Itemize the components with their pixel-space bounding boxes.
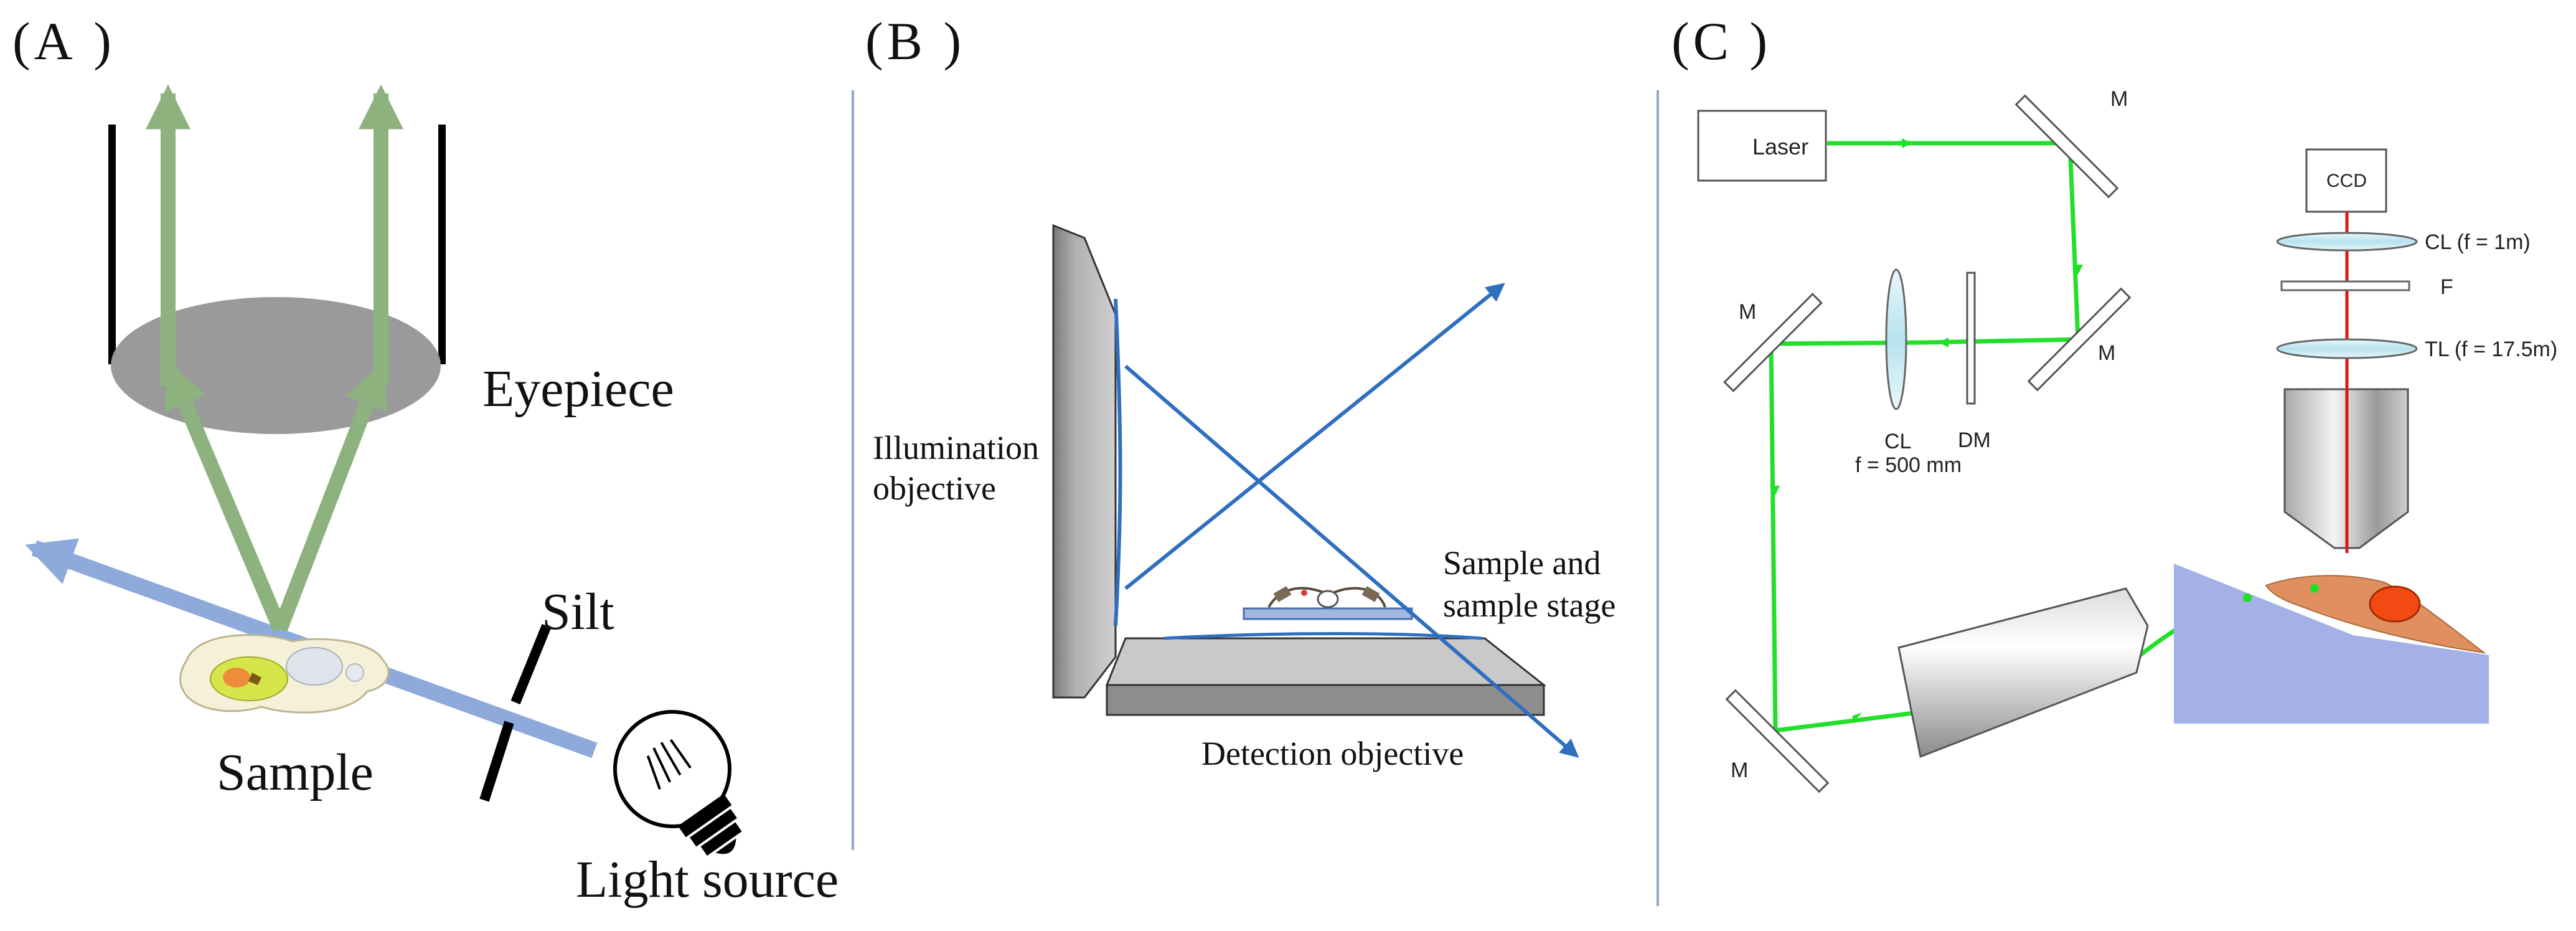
illumination-objective-lens-surface xyxy=(1114,298,1122,626)
panel-a: (A ) xyxy=(12,11,839,909)
detection-objective-lens-surface xyxy=(1163,632,1482,640)
mirror-bottom-left-label: M xyxy=(1731,759,1748,782)
slit-upper-bar xyxy=(510,623,552,705)
panel-c: (C ) Laser M M M M CL xyxy=(1671,11,2557,793)
illumination-objective xyxy=(1052,224,1117,699)
ccd-label: CCD xyxy=(2326,171,2367,191)
detection-objective-label: Detection objective xyxy=(1201,735,1464,772)
sample-label: Sample xyxy=(217,744,374,801)
emission-ray-left-lower xyxy=(164,362,288,632)
tilted-illumination-objective xyxy=(1897,587,2149,759)
laser-box xyxy=(1697,110,1827,182)
light-source-label: Light source xyxy=(576,851,839,909)
sample-stage-plate xyxy=(1243,607,1413,620)
cylindrical-lens-vertical xyxy=(1885,268,1907,410)
emission-ray-right-lower xyxy=(273,362,388,632)
sample-target-cell xyxy=(2369,585,2421,623)
filter-label: F xyxy=(2440,275,2453,299)
mirror-mid-right-label: M xyxy=(2098,341,2115,365)
mirror-bottom-left xyxy=(1725,689,1830,793)
beam-direction-arrow-2 xyxy=(2073,265,2083,275)
dm-label: DM xyxy=(1958,428,1991,452)
slit-lower-bar xyxy=(479,721,514,802)
mirror-mid-left xyxy=(1723,293,1823,392)
beam-line-down-right xyxy=(1124,364,1579,758)
mirror-mid-right xyxy=(2027,287,2132,392)
beam-direction-arrow-4 xyxy=(1770,486,1780,496)
eyepiece-label: Eyepiece xyxy=(482,360,674,418)
panel-a-label: (A ) xyxy=(12,11,115,71)
detection-objective-top xyxy=(1105,637,1547,686)
beam-direction-arrow-1 xyxy=(1902,138,1912,148)
beam-direction-arrow-5 xyxy=(1852,712,1862,721)
ccd-camera xyxy=(2305,148,2387,213)
laser-label: Laser xyxy=(1752,134,1808,159)
detection-objective-base xyxy=(1106,684,1545,716)
cl-lens-top-label: CL (f = 1m) xyxy=(2425,230,2531,254)
focal-length-bottom-label: f = 500 mm xyxy=(1855,453,1962,477)
tl-lens-label: TL (f = 17.5m) xyxy=(2425,338,2557,361)
filter xyxy=(2280,280,2410,291)
beam-line-up-right xyxy=(1124,283,1505,590)
cl-bottom-label: CL xyxy=(1884,430,1911,453)
mirror-top-right-label: M xyxy=(2110,87,2128,111)
sample-stage-label-line2: sample stage xyxy=(1443,587,1615,624)
panel-b: (B ) Illumination objective Sample and s… xyxy=(865,11,1615,772)
beam-dot-2 xyxy=(2243,593,2252,602)
light-bulb-icon xyxy=(613,710,742,856)
panel-b-label: (B ) xyxy=(865,11,965,71)
sample-cell-icon xyxy=(179,634,390,714)
illumination-objective-label-line2: objective xyxy=(873,470,996,507)
silt-label: Silt xyxy=(542,583,614,641)
mirror-mid-left-label: M xyxy=(1739,300,1756,324)
tl-lens xyxy=(2276,338,2418,359)
illumination-objective-label-line1: Illumination xyxy=(873,429,1039,466)
eyepiece-lens xyxy=(111,297,441,434)
beam-direction-arrow-3 xyxy=(1939,338,1948,347)
cl-lens-top xyxy=(2276,232,2418,252)
sample-specimen-icon xyxy=(1267,586,1386,608)
mirror-top-right xyxy=(2014,94,2119,199)
sample-stage-label-line1: Sample and xyxy=(1443,544,1601,582)
panel-c-label: (C ) xyxy=(1671,11,1771,71)
beam-dot-1 xyxy=(2310,584,2319,593)
dichroic-mirror xyxy=(1966,272,1976,405)
